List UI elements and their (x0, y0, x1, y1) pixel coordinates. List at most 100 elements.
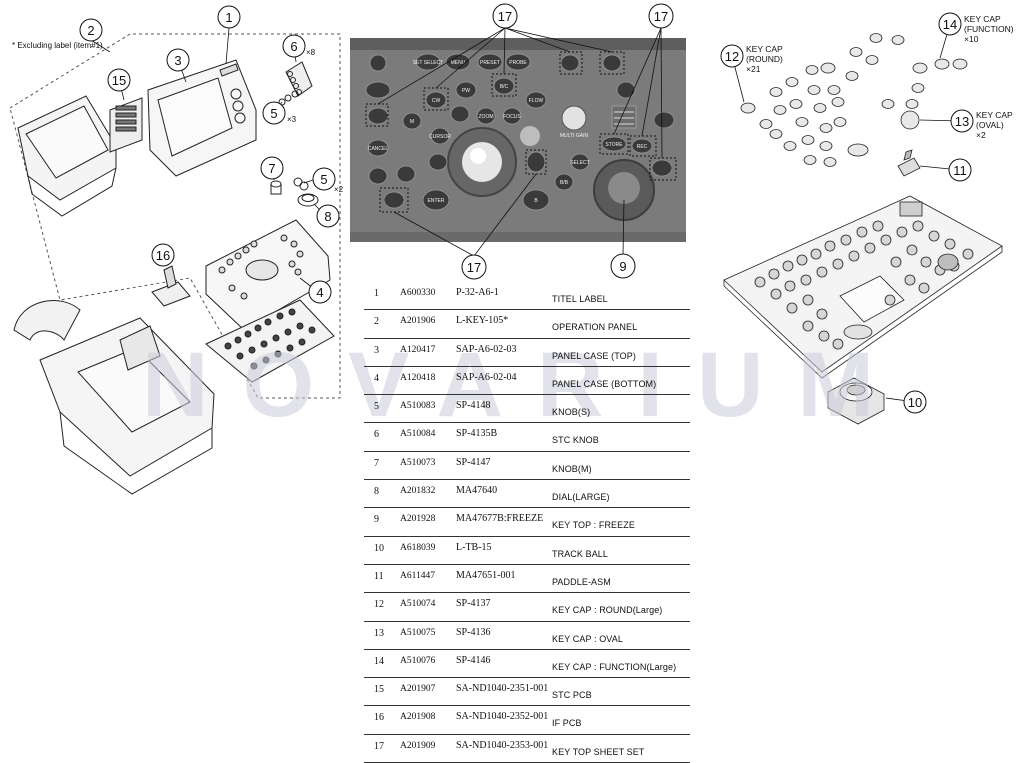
key-cap-oval-qty: ×2 (976, 130, 986, 140)
keyboard-pcb-part (723, 195, 1003, 379)
part-name: TRACK BALL (552, 548, 609, 559)
part-number: 9 (374, 514, 379, 526)
small-knob-part (278, 90, 309, 191)
chassis-base-part (13, 300, 215, 495)
panel-button-menu: MENU (451, 60, 466, 66)
qty-x2-knob: ×2 (334, 185, 344, 194)
callout-11: 11 (948, 158, 972, 182)
part-code: A510083 (400, 401, 436, 412)
part-number: 10 (374, 542, 384, 554)
part-number: 15 (374, 684, 384, 696)
panel-button-rec: REC (637, 144, 648, 150)
part-model: SP-4135B (456, 428, 498, 440)
svg-text:10: 10 (908, 395, 922, 410)
part-name: KNOB(M) (552, 463, 592, 474)
part-name: KNOB(S) (552, 407, 591, 418)
part-name: STC PCB (552, 690, 592, 701)
callout-17-bottom: 17 (461, 254, 487, 280)
part-code: A201928 (400, 514, 436, 525)
part-name: KEY TOP : FREEZE (552, 520, 635, 531)
panel-button-flow: FLOW (529, 98, 544, 104)
panel-button-preset: PRESET (480, 60, 500, 66)
callout-7: 7 (260, 156, 284, 180)
key-cap-round-qty: ×21 (746, 64, 761, 74)
panel-button-set-select: SET SELECT (413, 60, 443, 66)
callout-15: 15 (107, 68, 131, 92)
qty-x3: ×3 (287, 115, 297, 124)
callout-17-top-left: 17 (492, 3, 518, 29)
svg-text:16: 16 (156, 248, 170, 263)
part-number: 12 (374, 599, 384, 611)
part-code: A510075 (400, 627, 436, 638)
part-model: SP-4148 (456, 400, 491, 412)
callout-10: 10 (903, 390, 927, 414)
panel-button-select: SELECT (570, 160, 589, 166)
display-frame-part (17, 95, 117, 217)
callout-13: 13 (950, 109, 974, 133)
svg-text:17: 17 (654, 9, 668, 24)
part-number: 11 (374, 570, 384, 582)
svg-text:5: 5 (270, 106, 277, 121)
part-name: PANEL CASE (BOTTOM) (552, 378, 657, 389)
panel-button-cw: CW (432, 98, 441, 104)
svg-text:11: 11 (953, 163, 967, 178)
part-model: SAP-A6-02-03 (456, 343, 517, 355)
panel-case-bottom-part (205, 219, 331, 331)
part-model: L-TB-15 (456, 541, 492, 553)
part-model: SP-4136 (456, 626, 491, 638)
key-cap-function-label-2: (FUNCTION) (964, 24, 1014, 34)
watermark: NOVARIUM (142, 334, 908, 436)
panel-photo: SET SELECT MENU PRESET PROBE PW ENTER B … (350, 38, 686, 242)
part-model: SA-ND1040-2352-001 (456, 711, 549, 723)
panel-round-buttons (365, 53, 675, 211)
svg-text:4: 4 (316, 285, 323, 300)
svg-text:3: 3 (174, 53, 181, 68)
callout-3: 3 (166, 48, 190, 72)
part-model: MA47651-001 (456, 569, 516, 581)
part-number: 4 (374, 372, 379, 384)
right-exploded-view (723, 33, 1003, 425)
callout-1: 1 (217, 5, 241, 29)
part-number: 17 (374, 740, 384, 752)
knob-m-part (270, 180, 282, 195)
svg-text:12: 12 (725, 49, 739, 64)
part-name: KEY CAP : ROUND(Large) (552, 605, 663, 616)
part-code: A611447 (400, 570, 436, 581)
part-number: 13 (374, 627, 384, 639)
svg-text:17: 17 (467, 260, 481, 275)
panel-label-multi-gain: MULTI GAIN (560, 133, 589, 139)
part-model: SP-4146 (456, 654, 491, 666)
panel-button-bc: B/C (500, 84, 509, 90)
stc-knob-row-part (285, 61, 313, 97)
part-code: A618039 (400, 542, 436, 553)
part-model: MA47640 (456, 485, 498, 497)
part-name: KEY TOP SHEET SET (552, 746, 645, 757)
callout-8: 8 (316, 204, 340, 228)
panel-button-cancel: CANCEL (368, 146, 389, 152)
part-code: A201907 (400, 684, 436, 695)
qty-x8: ×8 (306, 48, 316, 57)
part-name: IF PCB (552, 718, 582, 729)
part-model: SA-ND1040-2353-001 (456, 739, 549, 751)
key-cap-round-label-2: (ROUND) (746, 54, 783, 64)
part-code: A201832 (400, 486, 436, 497)
svg-text:8: 8 (324, 209, 331, 224)
key-sheet-part (205, 299, 335, 383)
part-name: TITEL LABEL (552, 294, 608, 304)
panel-button-zoom: ZOOM (479, 114, 494, 120)
svg-text:1: 1 (225, 10, 232, 25)
part-number: 6 (374, 429, 379, 441)
panel-button-m: M (410, 119, 414, 125)
callout-9: 9 (610, 253, 636, 279)
